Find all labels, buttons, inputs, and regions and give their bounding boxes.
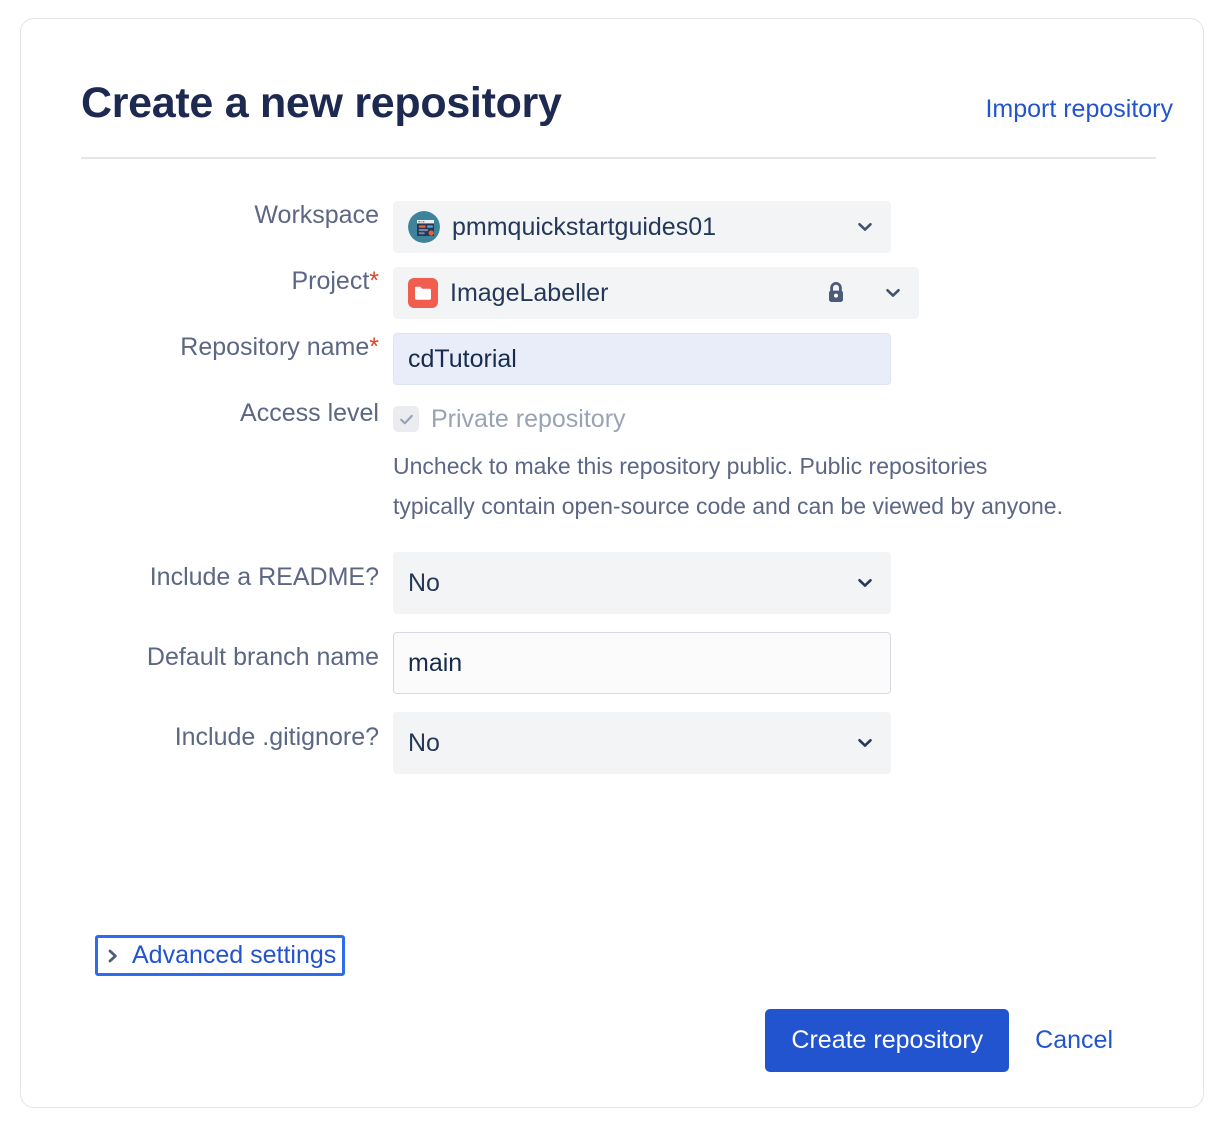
repository-name-label-text: Repository name [180,333,370,361]
import-repository-link[interactable]: Import repository [985,95,1173,123]
form-row-access-level: Access level Private repository Uncheck … [21,399,1203,526]
header-divider [81,157,1156,159]
workspace-select[interactable]: pmmquickstartguides01 [393,201,891,253]
workspace-avatar-icon [408,211,440,243]
repository-name-field [393,333,1203,385]
project-value: ImageLabeller [450,278,609,307]
form-row-default-branch-name: Default branch name [21,632,1203,695]
form-actions: Create repository Cancel [765,1009,1113,1072]
chevron-down-icon [856,574,874,592]
chevron-down-icon [856,218,874,236]
form-row-project: Project* ImageLabeller [21,267,1203,319]
include-gitignore-value: No [408,728,440,757]
include-gitignore-field: No [393,712,1203,775]
folder-icon [408,278,438,308]
private-repository-checkbox[interactable] [393,406,419,432]
chevron-down-icon [856,734,874,752]
include-gitignore-label: Include .gitignore? [174,723,379,752]
cancel-link[interactable]: Cancel [1035,1026,1113,1054]
repository-name-label: Repository name* [21,333,393,363]
create-repository-card: Create a new repository Import repositor… [20,18,1204,1108]
card-header: Create a new repository Import repositor… [81,79,1173,159]
include-gitignore-select[interactable]: No [393,712,891,775]
advanced-settings-toggle[interactable]: Advanced settings [95,935,346,976]
access-level-label: Access level [240,399,379,427]
include-readme-field: No [393,552,1203,615]
repository-name-required-mark: * [369,333,379,361]
include-readme-label: Include a README? [149,563,379,592]
project-label-text: Project [291,267,370,295]
form-row-repository-name: Repository name* [21,333,1203,385]
chevron-down-icon [884,284,902,302]
default-branch-name-field [393,632,1203,695]
workspace-label: Workspace [254,201,379,229]
repository-name-input[interactable] [393,333,891,385]
create-repository-form: Workspace [21,201,1203,775]
project-required-mark: * [369,267,379,295]
default-branch-name-label: Default branch name [146,643,379,672]
include-readme-value: No [408,568,440,597]
default-branch-name-input[interactable] [393,632,891,695]
page-title: Create a new repository [81,79,562,127]
access-level-field: Private repository Uncheck to make this … [393,399,1203,526]
project-select[interactable]: ImageLabeller [393,267,919,319]
workspace-value: pmmquickstartguides01 [452,212,717,241]
access-level-help-text: Uncheck to make this repository public. … [393,453,1063,519]
advanced-settings-label: Advanced settings [132,941,337,969]
include-readme-select[interactable]: No [393,552,891,615]
project-label: Project* [21,267,393,297]
private-repository-label: Private repository [431,404,626,433]
create-repository-button[interactable]: Create repository [765,1009,1010,1072]
private-repository-checkbox-row[interactable]: Private repository [393,399,1203,439]
form-row-include-readme: Include a README? No [21,552,1203,615]
workspace-field: pmmquickstartguides01 [393,201,1203,253]
lock-icon [824,280,848,306]
advanced-settings-wrapper: Advanced settings [95,935,346,976]
check-icon [399,414,413,424]
form-row-workspace: Workspace [21,201,1203,253]
project-field: ImageLabeller [393,267,1203,319]
chevron-right-icon [106,947,120,965]
form-row-include-gitignore: Include .gitignore? No [21,712,1203,775]
